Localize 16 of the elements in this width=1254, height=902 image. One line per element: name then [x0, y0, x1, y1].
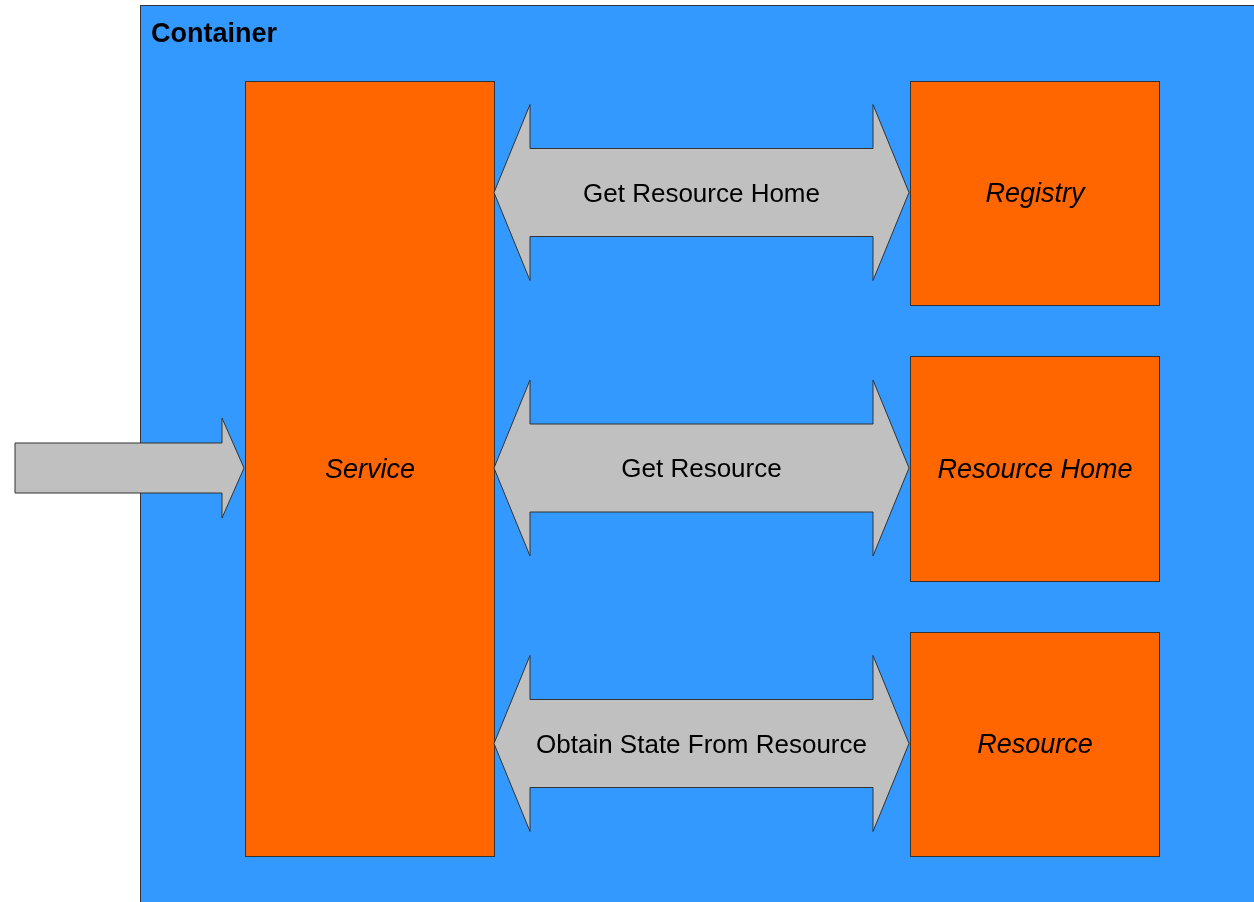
block-arrow	[493, 379, 910, 557]
component-box	[910, 81, 1160, 306]
component-box	[245, 81, 495, 857]
component-label: Resource	[977, 729, 1093, 760]
component-label: Service	[325, 453, 415, 485]
component-label: Registry	[985, 178, 1085, 209]
container-title: Container	[151, 18, 277, 49]
edge-label: Obtain State From Resource	[536, 728, 867, 759]
block-arrow	[493, 655, 910, 832]
component-label: Resource Home	[937, 453, 1133, 485]
component-box	[910, 632, 1160, 857]
edge-label: Get Resource Home	[583, 177, 820, 208]
component-box	[910, 356, 1160, 582]
block-arrow	[493, 104, 910, 281]
block-arrow	[14, 417, 245, 519]
edge-label: Get Resource	[621, 452, 782, 484]
